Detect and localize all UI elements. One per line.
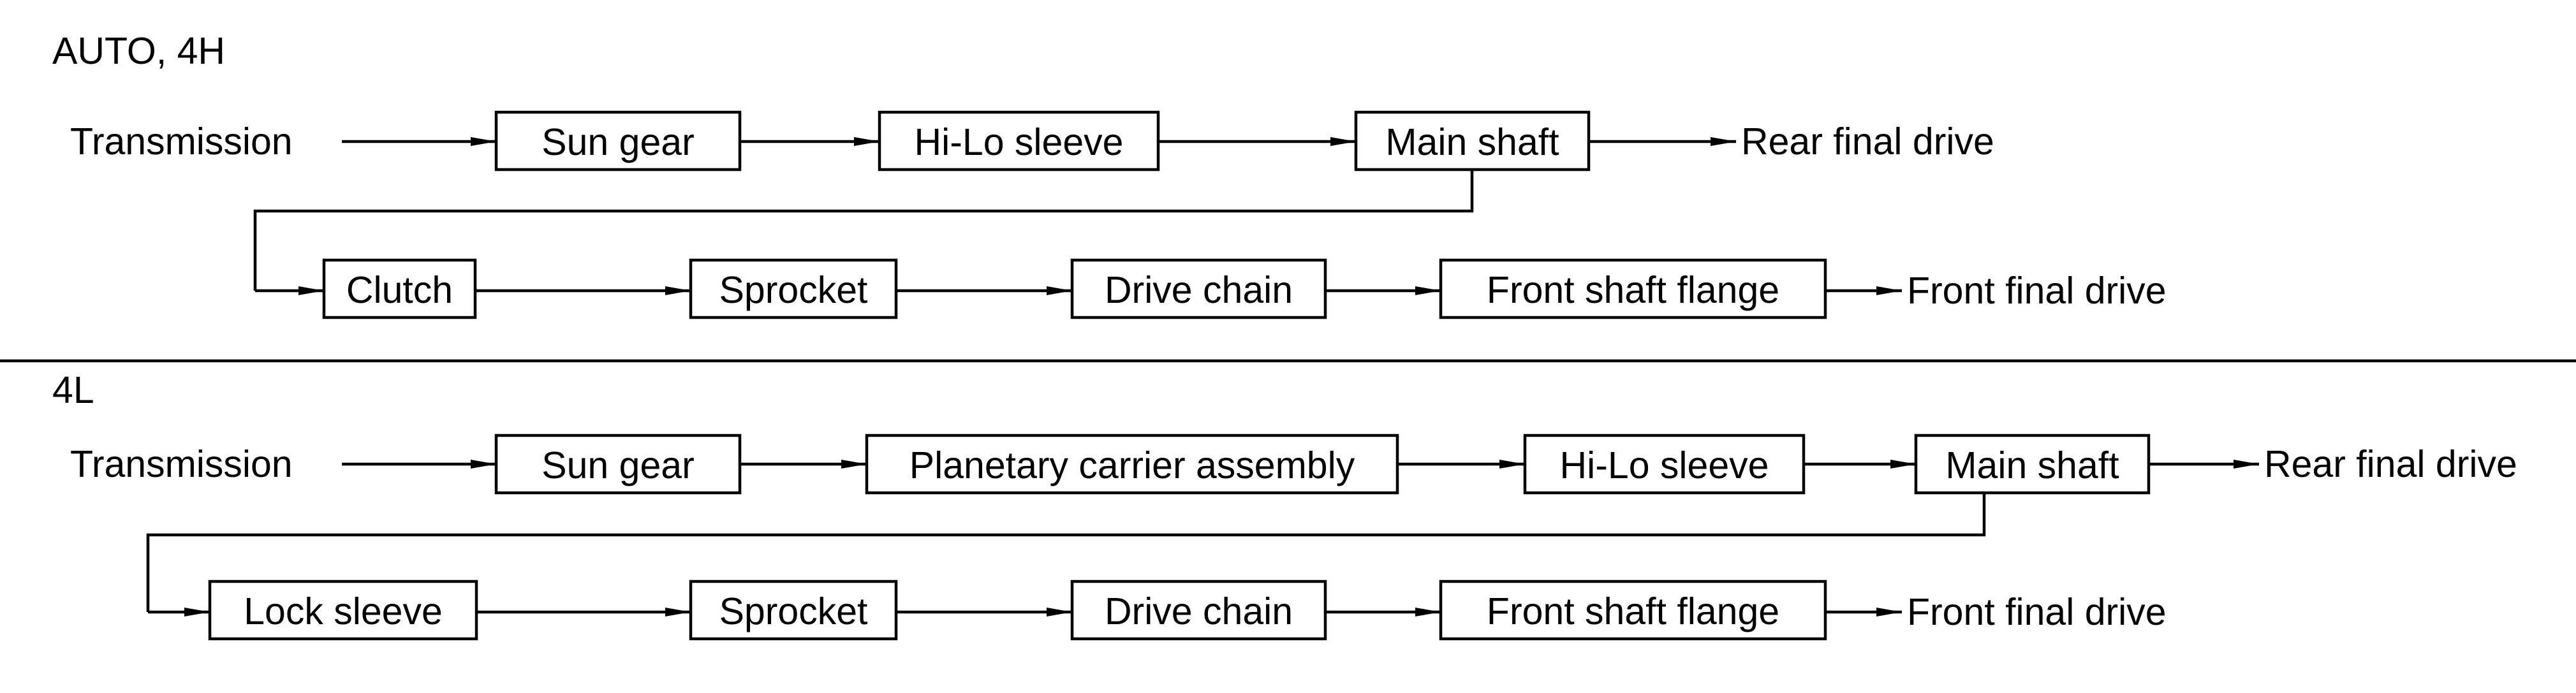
section-auto-4h-node-hi-lo-sleeve-label: Hi-Lo sleeve — [915, 121, 1124, 163]
section-auto-4h-node2-drive-chain-box — [1070, 258, 1327, 319]
section-auto-4h-node-main-shaft-label: Main shaft — [1385, 121, 1559, 163]
section-4l-node2-lock-sleeve-box — [208, 580, 478, 641]
section-auto-4h-node-main-shaft-box — [1354, 110, 1591, 171]
section-auto-4h-node2-front-shaft-flange-box — [1439, 258, 1827, 319]
section-4l-node2-sprocket-box — [689, 580, 898, 641]
section-auto-4h-node2-drive-chain: Drive chain — [1070, 258, 1327, 319]
section-auto-4h-end-label: Rear final drive — [1741, 120, 1994, 163]
section-auto-4h-node-sun-gear: Sun gear — [494, 110, 742, 171]
section-4l-node2-front-shaft-flange: Front shaft flange — [1439, 580, 1827, 641]
section-4l-node-main-shaft-label: Main shaft — [1945, 444, 2119, 486]
section-4l-heading: 4L — [52, 369, 94, 411]
section-4l-node-hi-lo-sleeve-label: Hi-Lo sleeve — [1560, 444, 1769, 486]
section-4l-end-label-2: Front final drive — [1907, 591, 2167, 633]
section-4l-node-main-shaft: Main shaft — [1914, 434, 2151, 495]
section-4l-node2-front-shaft-flange-label: Front shaft flange — [1487, 590, 1779, 632]
section-4l-branch-connector — [146, 493, 1986, 612]
section-4l-node2-lock-sleeve-label: Lock sleeve — [244, 590, 443, 632]
section-auto-4h-node2-clutch: Clutch — [322, 258, 477, 319]
section-auto-4h-node2-clutch-box — [322, 258, 477, 319]
section-4l-node-main-shaft-box — [1914, 434, 2151, 495]
section-auto-4h-heading: AUTO, 4H — [52, 30, 225, 72]
section-auto-4h-node2-sprocket-label: Sprocket — [719, 269, 868, 311]
section-4l-node-planetary-carrier-assembly-label: Planetary carrier assembly — [909, 444, 1355, 486]
section-4l-node-hi-lo-sleeve: Hi-Lo sleeve — [1523, 434, 1806, 495]
section-auto-4h-node2-sprocket: Sprocket — [689, 258, 898, 319]
section-4l-node-hi-lo-sleeve-box — [1523, 434, 1806, 495]
section-auto-4h-node2-front-shaft-flange: Front shaft flange — [1439, 258, 1827, 319]
section-4l-node-planetary-carrier-assembly-box — [865, 434, 1399, 495]
section-auto-4h-node2-drive-chain-label: Drive chain — [1105, 269, 1293, 311]
section-auto-4h-start-label: Transmission — [70, 120, 293, 163]
section-4l-node2-front-shaft-flange-box — [1439, 580, 1827, 641]
section-4l-node-sun-gear-label: Sun gear — [541, 444, 694, 486]
section-auto-4h-node-main-shaft: Main shaft — [1354, 110, 1591, 171]
section-4l-node-sun-gear: Sun gear — [494, 434, 742, 495]
section-auto-4h-node-hi-lo-sleeve: Hi-Lo sleeve — [878, 110, 1160, 171]
section-4l-node2-drive-chain-label: Drive chain — [1105, 590, 1293, 632]
section-auto-4h-node2-sprocket-box — [689, 258, 898, 319]
section-4l-node2-drive-chain: Drive chain — [1070, 580, 1327, 641]
section-4l-node2-lock-sleeve: Lock sleeve — [208, 580, 478, 641]
section-4l-start-label: Transmission — [70, 443, 293, 485]
section-4l-node2-drive-chain-box — [1070, 580, 1327, 641]
section-auto-4h-node2-clutch-label: Clutch — [346, 269, 453, 311]
section-auto-4h-node2-front-shaft-flange-label: Front shaft flange — [1487, 269, 1779, 311]
section-auto-4h-node-sun-gear-label: Sun gear — [541, 121, 694, 163]
section-auto-4h-branch-connector — [253, 170, 1474, 291]
section-4l-end-label: Rear final drive — [2264, 443, 2517, 485]
section-auto-4h-end-label-2: Front final drive — [1907, 270, 2167, 312]
section-4l-node2-sprocket-label: Sprocket — [719, 590, 868, 632]
section-4l-node2-sprocket: Sprocket — [689, 580, 898, 641]
section-4l-node-planetary-carrier-assembly: Planetary carrier assembly — [865, 434, 1399, 495]
